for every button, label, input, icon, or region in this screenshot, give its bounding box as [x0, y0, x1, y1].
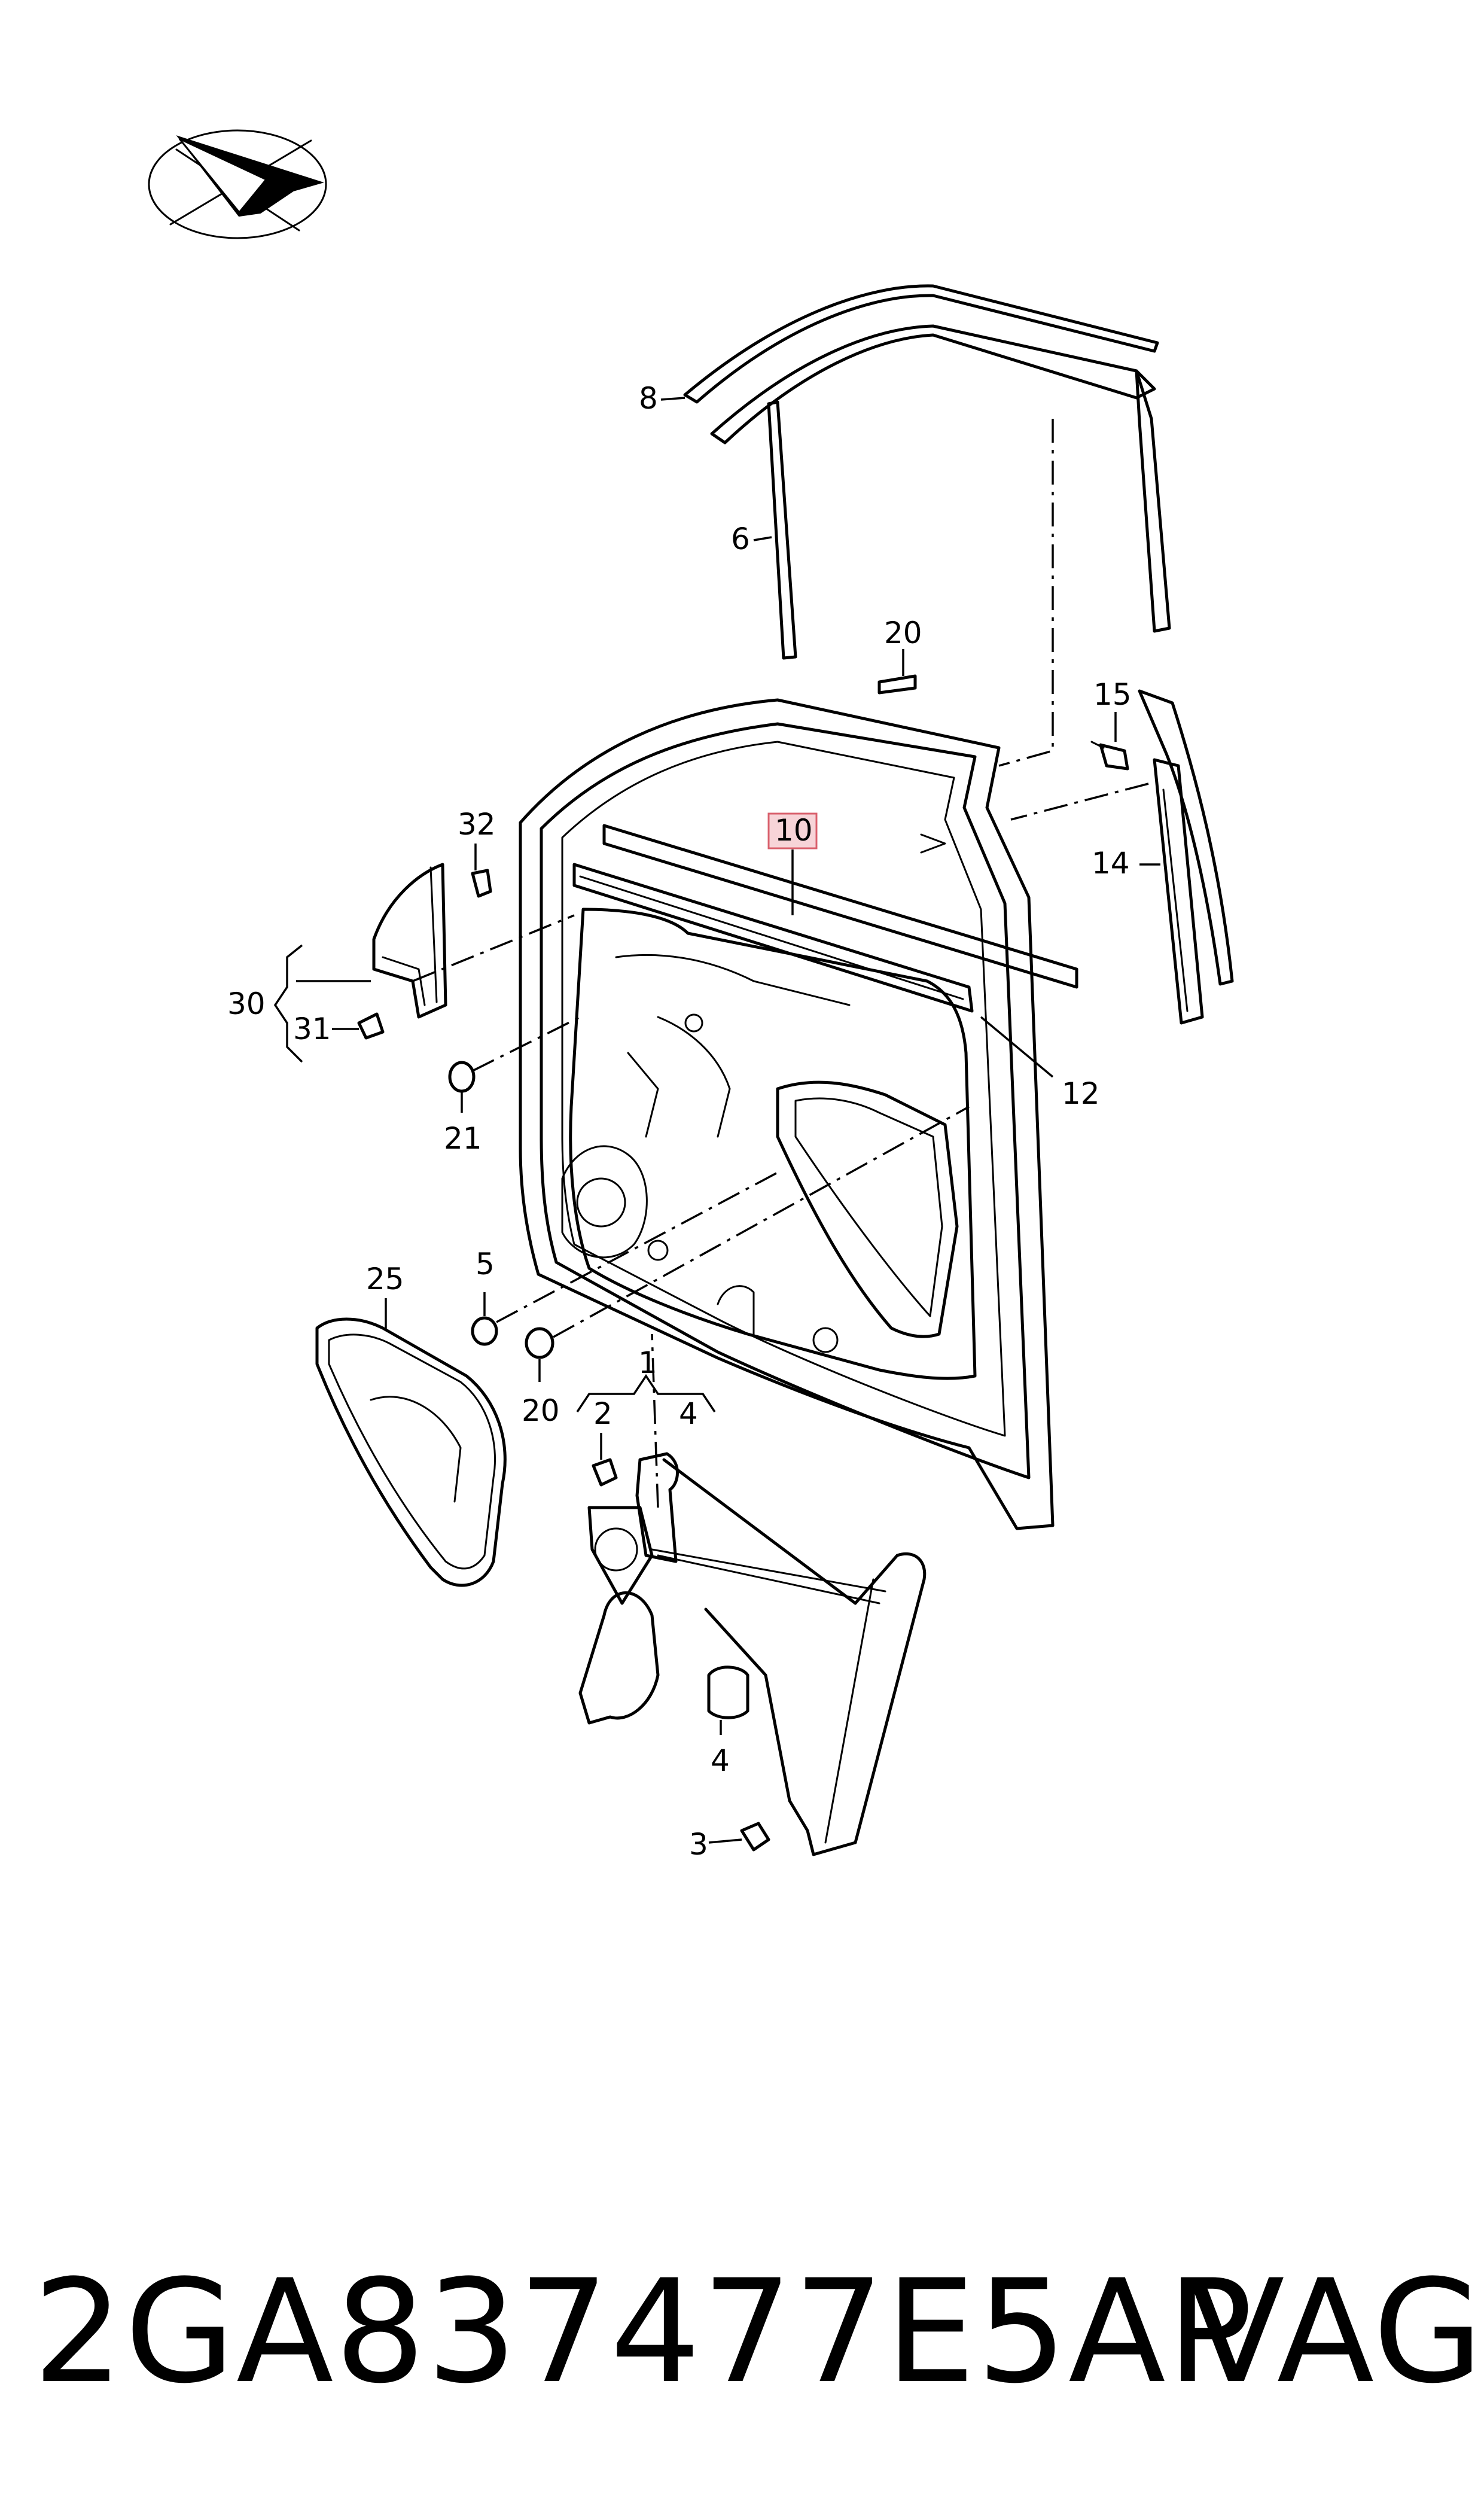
callout-6: 6 — [731, 522, 750, 556]
callout-8: 8 — [639, 381, 658, 416]
callout-10: 10 — [775, 813, 813, 848]
part-20-clip-top — [877, 674, 917, 695]
dashed-leader-21 — [472, 1016, 581, 1072]
callout-10-highlight — [767, 812, 818, 850]
part-21-grommet — [448, 1061, 476, 1093]
callout-14: 14 — [1092, 846, 1130, 881]
part-4-motor — [707, 1666, 749, 1719]
callout-1: 1 — [638, 1345, 657, 1380]
dashed-leader-5 — [496, 1171, 778, 1323]
callout-15: 15 — [1093, 677, 1132, 712]
callout-20-top: 20 — [884, 616, 922, 650]
part-2-nut — [592, 1458, 618, 1487]
part-30-mirror-cover — [357, 863, 492, 1040]
part-1-window-regulator — [578, 1452, 927, 1856]
callout-3: 3 — [689, 1827, 708, 1862]
callout-4-top: 4 — [679, 1396, 698, 1431]
dashed-leader-reg — [651, 1333, 659, 1508]
part-20-grommet — [525, 1327, 554, 1359]
direction-arrow-icon — [148, 129, 327, 239]
part-15-clip — [1090, 741, 1129, 771]
dashed-leader-20 — [553, 1106, 970, 1338]
callout-4-motor: 4 — [711, 1743, 730, 1778]
callout-labels: 8 6 20 15 14 10 12 32 30 31 21 5 20 25 1… — [227, 381, 1132, 1862]
brand-label: VAG — [1187, 2249, 1484, 2415]
part-14-pillar-trim — [1138, 689, 1234, 1025]
callout-5: 5 — [476, 1247, 495, 1281]
part-number: 2GA837477E5AP — [33, 2249, 1254, 2415]
callout-31: 31 — [293, 1012, 331, 1046]
callout-leaders — [273, 397, 1160, 1844]
part-25-cover-panel — [315, 1317, 507, 1587]
part-3-nut — [740, 1822, 770, 1852]
callout-30: 30 — [227, 987, 266, 1021]
part-8-window-frame-trim — [683, 284, 1171, 633]
callout-2: 2 — [593, 1396, 613, 1431]
callout-21: 21 — [444, 1121, 482, 1156]
part-6-window-channel — [767, 400, 797, 660]
callout-12: 12 — [1062, 1076, 1100, 1111]
part-10-window-seal — [572, 824, 1078, 1013]
callout-32: 32 — [458, 807, 496, 842]
dashed-leader-30 — [412, 914, 575, 982]
part-5-grommet — [471, 1316, 498, 1346]
callout-25: 25 — [366, 1262, 404, 1296]
door-shell — [519, 698, 1055, 1530]
dashed-leader-frame — [998, 419, 1054, 767]
dashed-leader-pillar — [1010, 783, 1149, 821]
callout-20-bottom: 20 — [522, 1393, 560, 1428]
